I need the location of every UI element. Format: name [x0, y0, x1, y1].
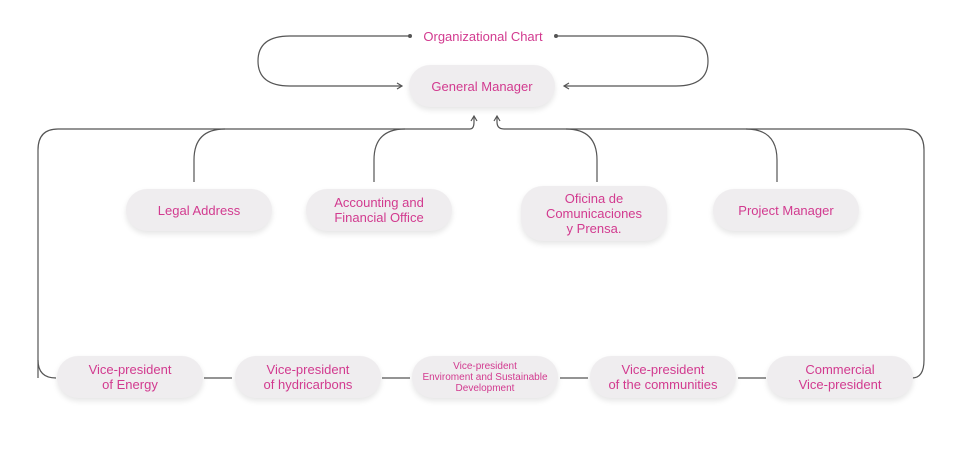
- legal-address-link: [193, 128, 226, 182]
- accounting-link: [373, 128, 406, 182]
- legal-address-label: Legal Address: [157, 202, 241, 218]
- vp-communities-label: Vice-president of the communities: [608, 362, 718, 392]
- vp-hydrocarbons-label: Vice-president of hydricarbons: [263, 362, 353, 392]
- general-manager-box: General Manager: [409, 65, 555, 107]
- title-right-dot: [554, 34, 558, 38]
- vp-energy-link: [37, 359, 57, 379]
- comunicaciones-label: Oficina de Comunicaciones y Prensa.: [545, 191, 643, 236]
- title-right-loop-line: [556, 35, 709, 90]
- vp-energy-label: Vice-president of Energy: [88, 362, 172, 392]
- chart-title: Organizational Chart: [423, 29, 543, 44]
- vp-commercial-box: Commercial Vice-president: [767, 356, 913, 398]
- vp-commercial-label: Commercial Vice-president: [798, 362, 882, 392]
- vp-environment-label: Vice-president Enviroment and Sustainabl…: [422, 360, 548, 394]
- right-branch-line: [493, 114, 925, 379]
- comunicaciones-link: [565, 128, 598, 182]
- vp-hydrocarbons-box: Vice-president of hydricarbons: [235, 356, 381, 398]
- left-branch-line: [37, 114, 478, 378]
- vp-communities-box: Vice-president of the communities: [590, 356, 736, 398]
- project-manager-label: Project Manager: [738, 202, 834, 218]
- accounting-office-label: Accounting and Financial Office: [334, 195, 424, 225]
- project-manager-link: [745, 128, 778, 182]
- vp-energy-box: Vice-president of Energy: [57, 356, 203, 398]
- title-left-loop-line: [257, 35, 410, 90]
- title-left-dot: [408, 34, 412, 38]
- comunicaciones-box: Oficina de Comunicaciones y Prensa.: [521, 186, 667, 241]
- accounting-office-box: Accounting and Financial Office: [306, 189, 452, 231]
- vp-environment-box: Vice-president Enviroment and Sustainabl…: [412, 356, 558, 398]
- project-manager-box: Project Manager: [713, 189, 859, 231]
- legal-address-box: Legal Address: [126, 189, 272, 231]
- general-manager-label: General Manager: [431, 78, 533, 94]
